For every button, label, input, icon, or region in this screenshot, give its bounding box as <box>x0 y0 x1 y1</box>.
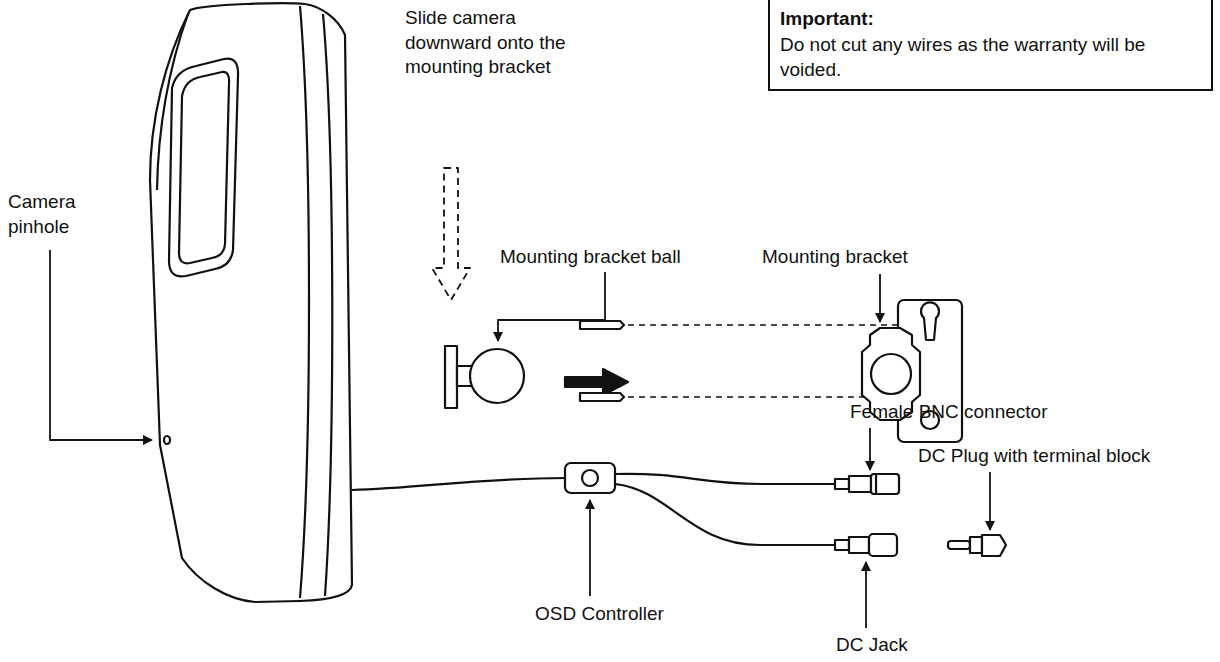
part-label: DC Plug with terminal block <box>918 444 1150 469</box>
part-label: Camera pinhole <box>8 190 103 239</box>
part-label: OSD Controller <box>535 602 664 627</box>
part-label: Mounting bracket <box>762 245 908 270</box>
note-heading: Important: <box>780 6 1201 32</box>
note-box: Important:Do not cut any wires as the wa… <box>768 0 1213 91</box>
part-label: Female BNC connector <box>850 400 1047 425</box>
instruction-text: Slide camera downward onto the mounting … <box>405 6 570 80</box>
part-label: Mounting bracket ball <box>500 245 681 270</box>
part-label: DC Jack <box>836 633 908 658</box>
note-text: Do not cut any wires as the warranty wil… <box>780 32 1201 83</box>
